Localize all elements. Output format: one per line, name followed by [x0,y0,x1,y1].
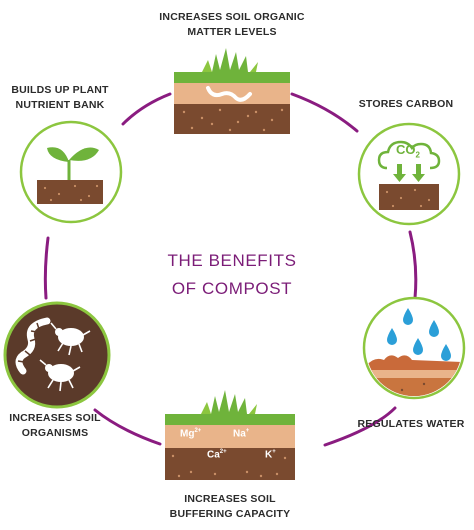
ion-na: Na+ [233,428,250,440]
ring-arc-left [43,236,50,300]
ring-arc-top-right [290,92,359,133]
soil-organic-matter-icon [174,48,290,134]
ring-arc-bottom-right [323,406,397,447]
soil-organisms-icon [3,301,111,409]
ring-arc-top-left [121,92,172,126]
co2-label: CO2 [396,142,420,160]
diagram-title-line2: OF COMPOST [171,279,293,298]
water-drops-icon [362,296,466,400]
soil-ions-icon [165,390,295,480]
ion-mg: Mg2+ [180,428,202,440]
ring-arc-bottom-left [93,408,162,446]
benefit-label-stores-carbon: STORES CARBON [358,98,454,110]
diagram-title-line1: THE BENEFITS [167,251,297,270]
ion-k: K+ [265,449,276,461]
benefit-label-regulates-water: REGULATES WATER [357,418,465,430]
ring-arc-right [408,230,418,300]
ion-ca: Ca2+ [207,449,227,461]
seedling-icon [19,120,123,224]
co2-cloud-icon [357,122,461,226]
